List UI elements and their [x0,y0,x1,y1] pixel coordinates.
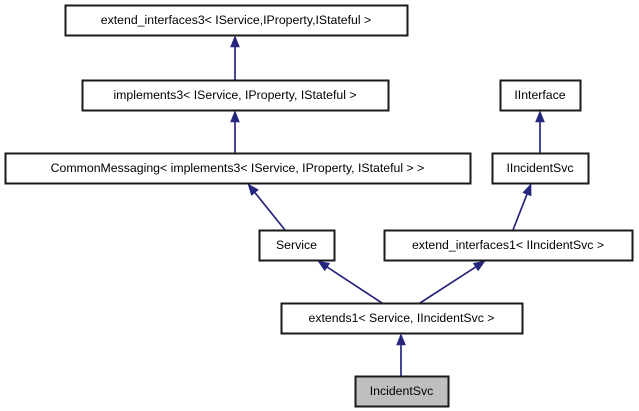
edge-line [419,266,477,304]
edge-line [512,193,528,231]
node-box[interactable] [383,229,634,262]
arrowhead-icon [247,183,259,196]
class-node-implements3[interactable]: implements3< IService, IProperty, IState… [81,79,390,112]
inheritance-edge [317,260,383,304]
class-node-incidentsvc[interactable]: IncidentSvc [354,375,450,408]
inheritance-edge [419,260,486,304]
inheritance-edge [512,183,532,231]
nodes-layer: extend_interfaces3< IService,IProperty,I… [4,4,634,408]
node-label: implements3< IService, IProperty, IState… [113,88,356,102]
arrowhead-icon [317,260,331,272]
class-node-iincidentsvc[interactable]: IIncidentSvc [491,152,590,185]
arrowhead-icon [522,183,532,197]
inheritance-edge [230,110,240,153]
inheritance-edge [230,35,240,80]
node-box[interactable] [81,79,390,112]
edges-layer [230,35,545,376]
class-node-extends1[interactable]: extends1< Service, IIncidentSvc > [280,302,524,335]
node-box[interactable] [64,4,409,37]
node-label: extend_interfaces3< IService,IProperty,I… [101,13,371,27]
node-label: IncidentSvc [370,384,434,398]
inheritance-edge [535,110,545,153]
arrowhead-icon [230,35,240,48]
node-label: IIncidentSvc [507,161,574,175]
class-node-iinterface[interactable]: IInterface [499,79,582,112]
node-box[interactable] [258,229,336,262]
class-node-extend_interfaces3[interactable]: extend_interfaces3< IService,IProperty,I… [64,4,409,37]
node-label: extends1< Service, IIncidentSvc > [309,311,495,325]
edge-line [254,192,286,231]
class-node-commonmessaging[interactable]: CommonMessaging< implements3< IService, … [4,152,472,185]
class-node-service[interactable]: Service [258,229,336,262]
inheritance-edge [396,333,406,376]
node-label: Service [276,238,317,252]
node-label: IInterface [514,88,565,102]
node-label: CommonMessaging< implements3< IService, … [51,161,425,175]
inheritance-edge [247,183,286,231]
arrowhead-icon [535,110,545,123]
class-node-extend_interfaces1[interactable]: extend_interfaces1< IIncidentSvc > [383,229,634,262]
arrowhead-icon [396,333,406,346]
node-box[interactable] [280,302,524,335]
node-box[interactable] [499,79,582,112]
node-box[interactable] [4,152,472,185]
arrowhead-icon [472,260,486,272]
node-box[interactable] [354,375,450,408]
node-label: extend_interfaces1< IIncidentSvc > [412,238,604,252]
arrowhead-icon [230,110,240,123]
edge-line [326,266,383,304]
node-box[interactable] [491,152,590,185]
